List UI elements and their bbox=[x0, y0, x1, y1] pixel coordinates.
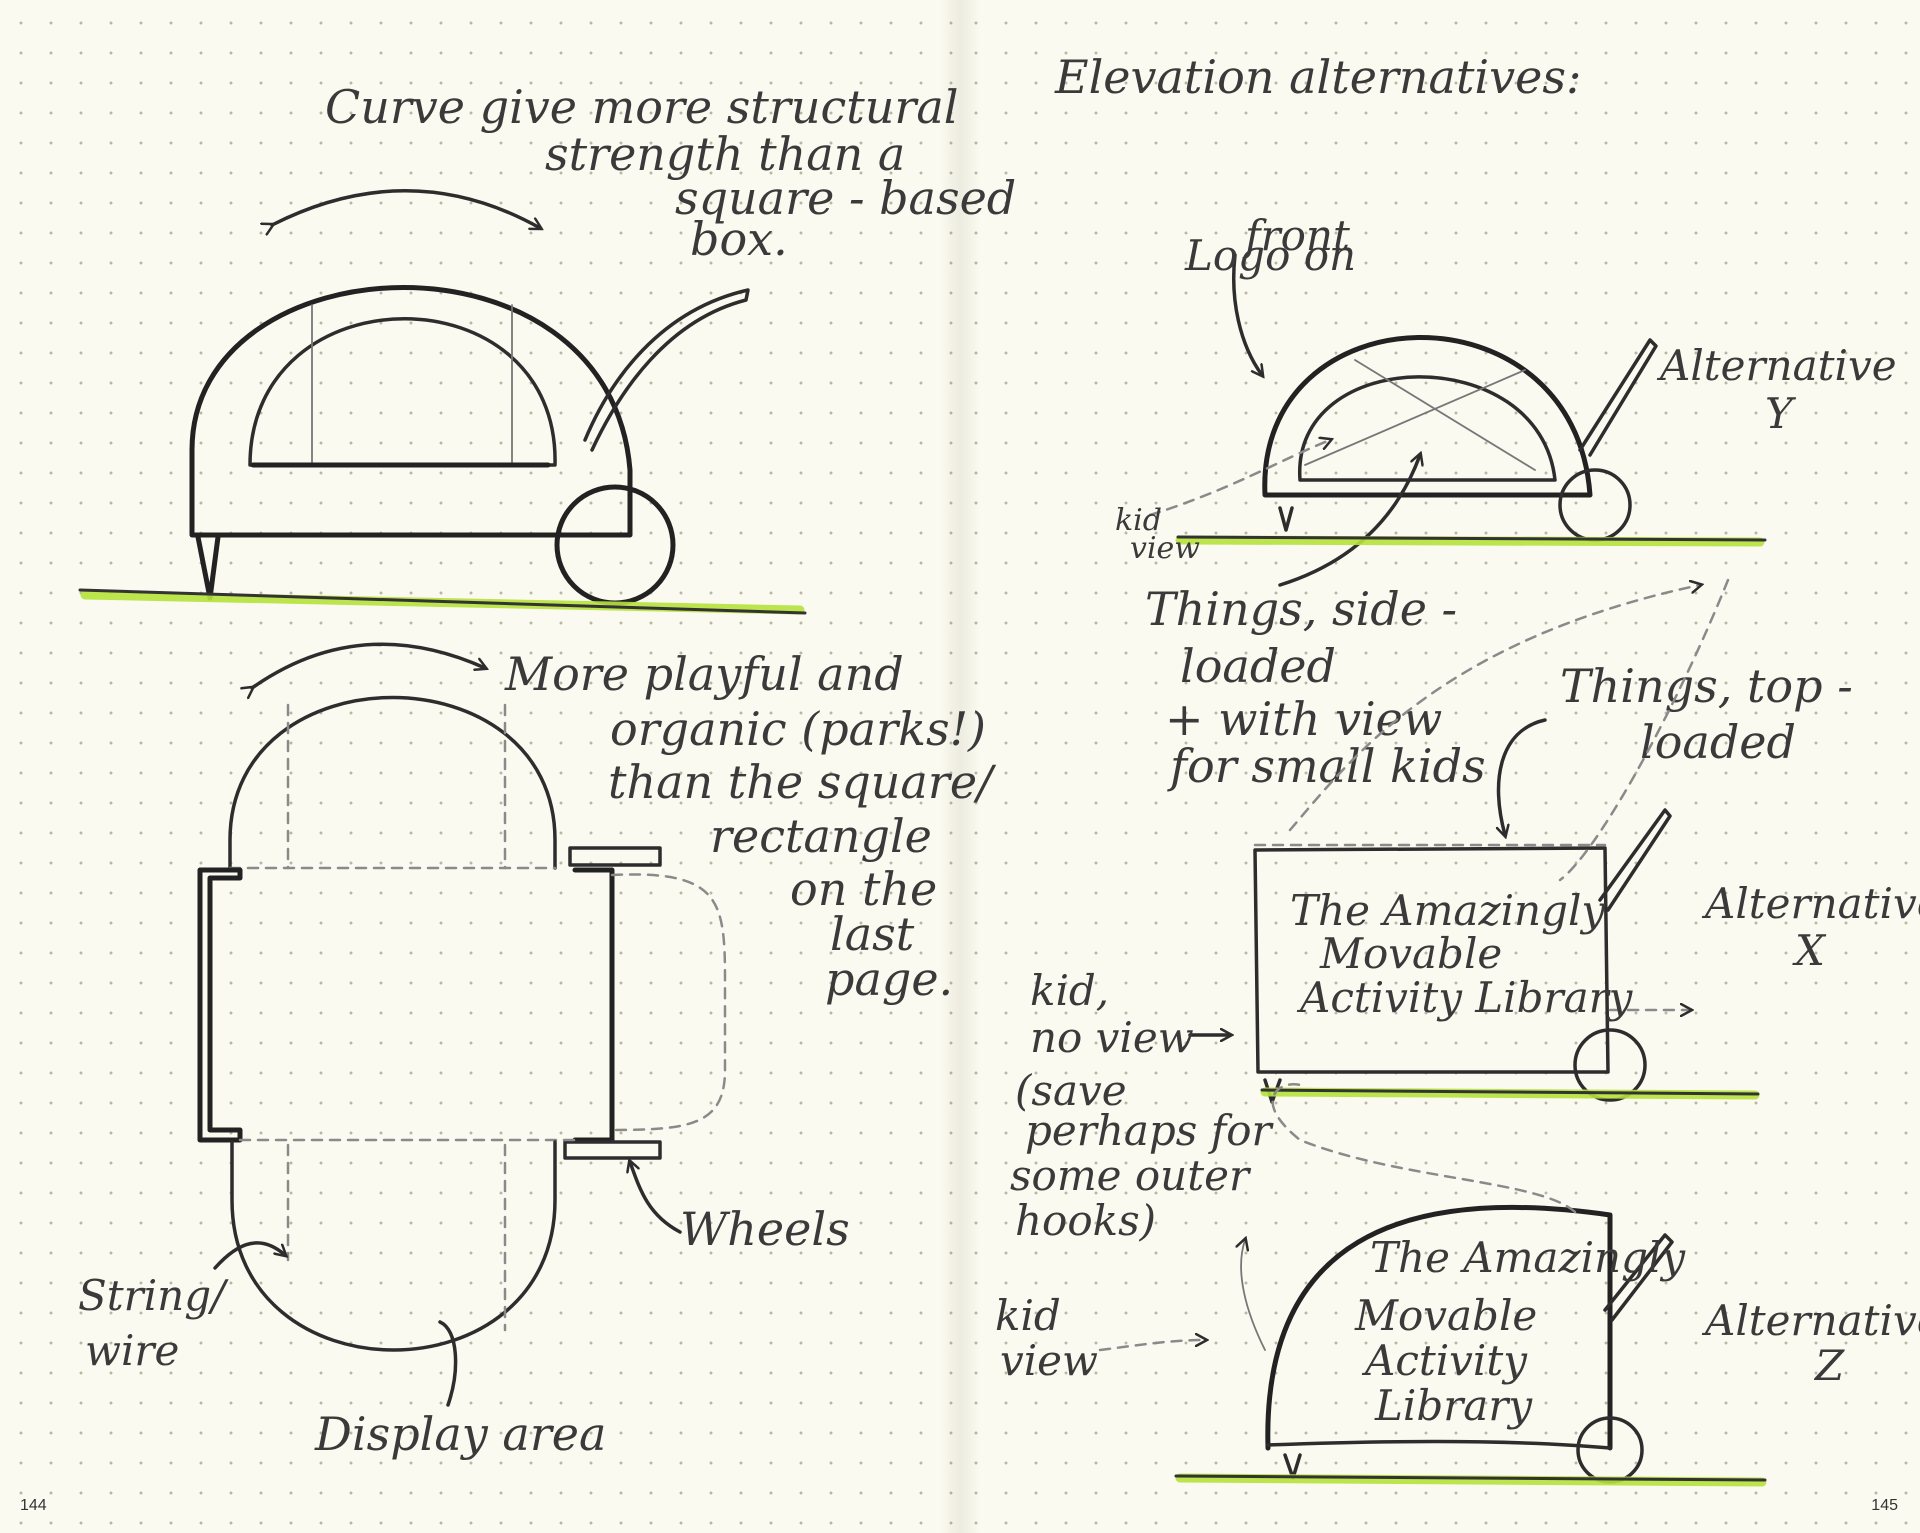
alt-y-window bbox=[1298, 375, 1557, 482]
kid-no-view-note: kid, no view (save perhaps for some oute… bbox=[1010, 966, 1285, 1245]
side-loaded-note: Things, side - loaded + with view for sm… bbox=[1145, 582, 1486, 793]
string-label: String/ wire bbox=[78, 1271, 239, 1375]
alt-y-shell bbox=[1262, 335, 1593, 498]
page-number-right: 145 bbox=[1871, 1497, 1898, 1514]
plan-wheel-bottom bbox=[563, 1140, 662, 1160]
alt-z-shell bbox=[1265, 1204, 1613, 1451]
alternative-x-sketch bbox=[1188, 578, 1760, 1104]
playful-note: More playful and organic (parks!) than t… bbox=[504, 647, 1007, 1006]
plan-wheel-top bbox=[568, 846, 662, 867]
alt-z-label: Alternative Z bbox=[1701, 1296, 1920, 1390]
organic-cart-plan bbox=[197, 642, 727, 1407]
wheels-arrow bbox=[630, 1162, 682, 1234]
plan-extension-dashed bbox=[610, 873, 727, 1132]
display-area-label: Display area bbox=[314, 1407, 606, 1461]
alt-x-label: Alternative X bbox=[1701, 879, 1920, 975]
curve-note: Curve give more structural strength than… bbox=[325, 80, 1031, 266]
display-area-pointer bbox=[438, 1320, 458, 1407]
alt-x-box-text: The Amazingly Movable Activity Library bbox=[1290, 886, 1634, 1022]
cart-inner-window bbox=[248, 317, 557, 467]
dash-loop-z bbox=[1271, 1083, 1577, 1214]
kid-view-arrow-y bbox=[1148, 440, 1330, 517]
cart-handle bbox=[583, 288, 750, 452]
page-gutter bbox=[940, 0, 980, 1533]
plan-double-arrow bbox=[252, 642, 485, 688]
curved-cart-elevation bbox=[78, 189, 807, 615]
plan-right-side bbox=[572, 867, 615, 1143]
cart-stand-foot bbox=[195, 534, 221, 601]
dash-dot-loop bbox=[1558, 578, 1730, 882]
alt-z-up-arrow bbox=[1241, 1240, 1266, 1351]
plan-left-side bbox=[197, 867, 243, 1143]
wheels-label: Wheels bbox=[680, 1202, 850, 1256]
plan-bottom-arch bbox=[230, 1140, 557, 1352]
alt-x-box bbox=[1253, 846, 1610, 1074]
top-loaded-note: Things, top - loaded bbox=[1560, 659, 1867, 769]
string-arrow bbox=[213, 1241, 285, 1270]
alt-x-handle bbox=[1598, 808, 1672, 912]
alt-x-wheel bbox=[1573, 1028, 1647, 1102]
elevation-heading: Elevation alternatives: bbox=[1054, 50, 1581, 104]
kid-view-arrow-z bbox=[1098, 1340, 1205, 1352]
logo-arrow bbox=[1231, 253, 1262, 375]
alt-y-handle bbox=[1578, 338, 1658, 457]
logo-note: Logo on front bbox=[1184, 211, 1369, 280]
kid-view-label-y: kid view bbox=[1115, 503, 1200, 566]
right-page bbox=[955, 0, 1920, 1533]
top-loaded-arrow bbox=[1498, 718, 1547, 835]
curve-double-arrow bbox=[272, 189, 540, 228]
page-number-left: 144 bbox=[20, 1497, 47, 1514]
kid-view-label-z: kid view bbox=[995, 1291, 1098, 1385]
side-loaded-arrow bbox=[1278, 455, 1420, 587]
alternative-z-sketch bbox=[1098, 1083, 1767, 1487]
left-page bbox=[0, 0, 955, 1533]
alt-z-box-text: The Amazingly Movable Activity Library bbox=[1354, 1233, 1698, 1430]
plan-top-arch bbox=[228, 695, 557, 870]
alt-y-wheel bbox=[1558, 468, 1632, 542]
alt-y-label: Alternative Y bbox=[1656, 341, 1910, 438]
alternative-y-sketch bbox=[1148, 253, 1767, 587]
cart-wheel bbox=[554, 484, 676, 606]
dash-dot-arrow-up bbox=[1288, 585, 1700, 832]
alt-z-handle bbox=[1603, 1233, 1674, 1322]
